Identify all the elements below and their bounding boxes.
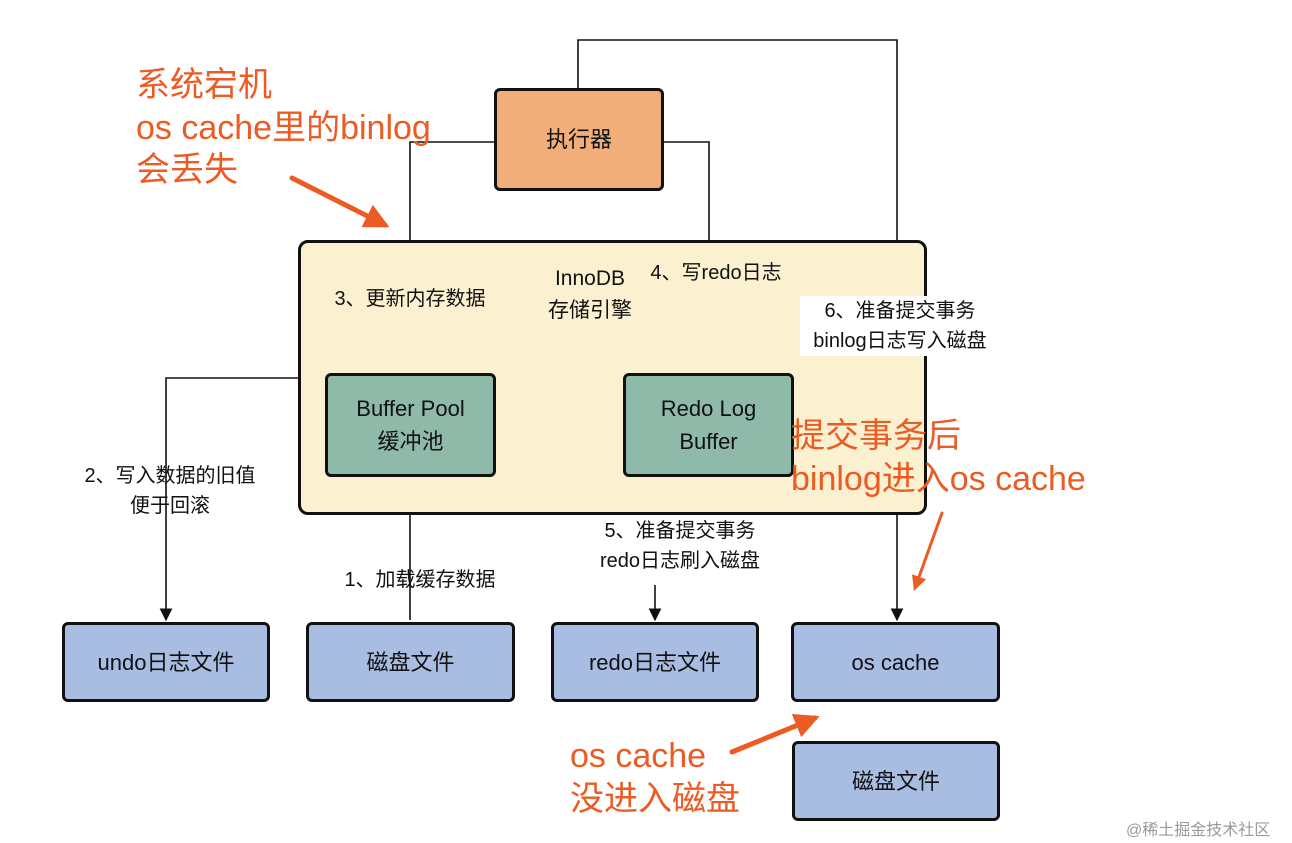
step5-label: 5、准备提交事务 redo日志刷入磁盘: [590, 516, 770, 576]
step2-label: 2、写入数据的旧值 便于回滚: [84, 465, 256, 517]
redo-log-file-box: redo日志文件: [551, 622, 759, 702]
crash-note: 系统宕机 os cache里的binlog 会丢失: [136, 66, 431, 189]
redo-log-buffer-box: Redo Log Buffer: [623, 373, 794, 477]
step1-label: 1、加载缓存数据: [344, 569, 496, 591]
step6-label: 6、准备提交事务 binlog日志写入磁盘: [800, 296, 1000, 356]
step3-label: 3、更新内存数据: [320, 284, 500, 314]
executor-box: 执行器: [494, 88, 664, 191]
disk-file-box-2: 磁盘文件: [792, 741, 1000, 821]
innodb-engine-label: InnoDB 存储引擎: [548, 267, 632, 322]
disk-file-box: 磁盘文件: [306, 622, 515, 702]
crash-note-arrow: [289, 175, 390, 228]
oscache-note: os cache 没进入磁盘: [570, 737, 740, 818]
undo-log-file-box: undo日志文件: [62, 622, 270, 702]
commit-note: 提交事务后 binlog进入os cache: [791, 417, 1086, 498]
buffer-pool-box: Buffer Pool 缓冲池: [325, 373, 496, 477]
step4-label: 4、写redo日志: [636, 258, 796, 288]
arrow-step2: [159, 377, 300, 622]
watermark: @稀土掘金技术社区: [1126, 822, 1271, 839]
commit-note-arrow: [912, 511, 944, 591]
oscache-note-arrow: [729, 714, 820, 755]
os-cache-box: os cache: [791, 622, 1000, 702]
